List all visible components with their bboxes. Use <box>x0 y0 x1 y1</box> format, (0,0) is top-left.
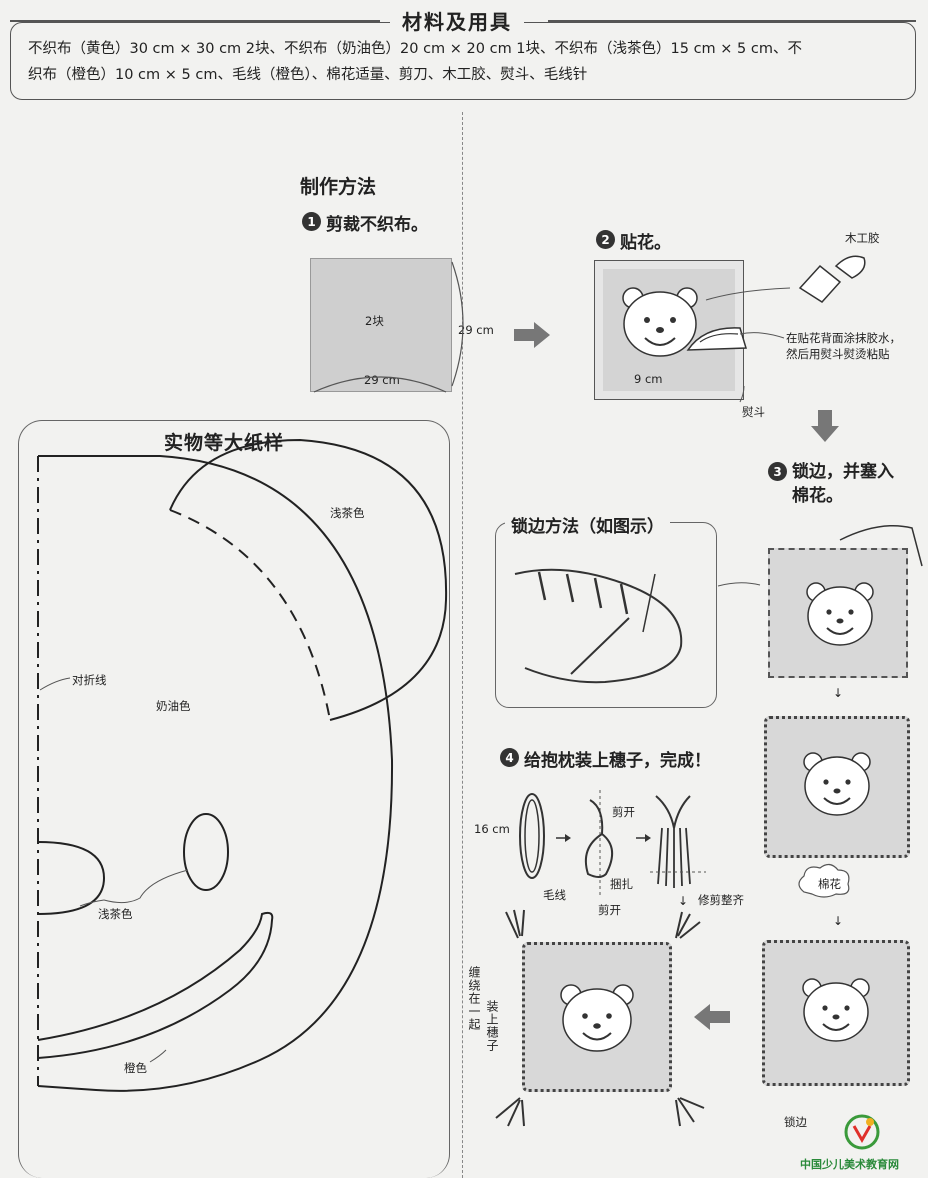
tie-label: 捆扎 <box>610 877 633 891</box>
logo-icon <box>844 1114 880 1150</box>
step-2-note-1: 在贴花背面涂抹胶水， <box>786 331 901 345</box>
yarn-length: 16 cm <box>474 822 510 836</box>
step-3-number: 3 <box>768 462 787 481</box>
page-divider <box>462 112 463 1178</box>
bear-face-icon <box>622 287 698 357</box>
title-rule-left <box>10 20 380 22</box>
cut-label: 剪开 <box>612 805 635 819</box>
step-2-heading: 2 贴花。 <box>596 228 671 253</box>
ear-color-label: 浅茶色 <box>330 506 365 520</box>
step-1-text: 剪裁不织布。 <box>326 215 428 235</box>
small-arrow-down-icon: ↓ <box>833 914 844 928</box>
step-1-number: 1 <box>302 212 321 231</box>
fold-line-label: 对折线 <box>72 673 107 687</box>
step-2-number: 2 <box>596 230 615 249</box>
step-2-size: 9 cm <box>634 372 663 386</box>
arrow-left-icon <box>694 1004 730 1030</box>
attach-label: 装上穗子 <box>485 1000 499 1052</box>
materials-list: 不织布（黄色）30 cm × 30 cm 2块、不织布（奶油色）20 cm × … <box>28 36 908 88</box>
pattern-title: 实物等大纸样 <box>150 428 299 455</box>
materials-title: 材料及用具 <box>390 6 524 35</box>
pattern-box <box>18 420 450 1178</box>
arrow-down-icon <box>811 410 839 442</box>
stitch-title: 锁边方法（如图示） <box>505 512 670 537</box>
cotton-label: 棉花 <box>818 877 841 891</box>
wrap-label: 缠绕在一起 <box>467 966 481 1031</box>
step-3-heading: 3 锁边，并塞入 棉花。 <box>768 460 894 508</box>
step-4-number: 4 <box>500 748 519 767</box>
mouth-color-label: 橙色 <box>124 1061 147 1075</box>
blanket-stitch-illustration <box>514 568 683 684</box>
step-2-text: 贴花。 <box>620 233 671 253</box>
cotton-icon <box>798 863 850 898</box>
glue-label: 木工胶 <box>845 231 880 245</box>
edge-label: 锁边 <box>784 1115 807 1129</box>
small-arrow-down-icon: ↓ <box>678 894 689 908</box>
small-arrow-down-icon: ↓ <box>833 686 844 700</box>
step-1-count: 2块 <box>365 314 384 328</box>
watermark-text: 中国少儿美术教育网 <box>800 1158 899 1171</box>
corner-tassels <box>495 909 705 1127</box>
bear-face-icon <box>803 752 871 816</box>
yarn-label: 毛线 <box>543 888 566 902</box>
step-2-iron-label: 熨斗 <box>742 405 765 419</box>
method-title: 制作方法 <box>300 176 377 198</box>
materials-line-1: 不织布（黄色）30 cm × 30 cm 2块、不织布（奶油色）20 cm × … <box>28 41 802 57</box>
step-3-text: 锁边，并塞入 棉花。 <box>792 460 894 508</box>
tassel-steps-illustration <box>519 790 706 898</box>
title-rule-right <box>548 20 916 22</box>
step-2-note-2: 然后用熨斗熨烫粘贴 <box>786 347 890 361</box>
step-1-width: 29 cm <box>364 373 400 387</box>
glue-bottle-icon <box>798 255 866 303</box>
bear-face-icon <box>802 978 870 1042</box>
step-3-line-2: 棉花。 <box>792 486 843 506</box>
bear-face-icon <box>560 984 634 1052</box>
head-color-label: 奶油色 <box>156 699 191 713</box>
step-1-fabric <box>310 258 452 392</box>
cut-label-2: 剪开 <box>598 903 621 917</box>
arrow-right-icon <box>514 322 550 348</box>
step-1-height: 29 cm <box>458 323 494 337</box>
step-3-line-1: 锁边，并塞入 <box>792 462 894 482</box>
bear-face-icon <box>806 582 874 646</box>
step-4-text: 给抱枕装上穗子，完成！ <box>524 751 711 771</box>
step-1-heading: 1 剪裁不织布。 <box>302 210 428 235</box>
pattern-shapes <box>37 438 448 1092</box>
iron-icon <box>686 327 747 351</box>
step-4-heading: 4 给抱枕装上穗子，完成！ <box>500 746 711 771</box>
trim-label: 修剪整齐 <box>698 893 744 907</box>
eye-nose-color-label: 浅茶色 <box>98 907 133 921</box>
materials-line-2: 织布（橙色）10 cm × 5 cm、毛线（橙色）、棉花适量、剪刀、木工胶、熨斗… <box>28 67 588 83</box>
